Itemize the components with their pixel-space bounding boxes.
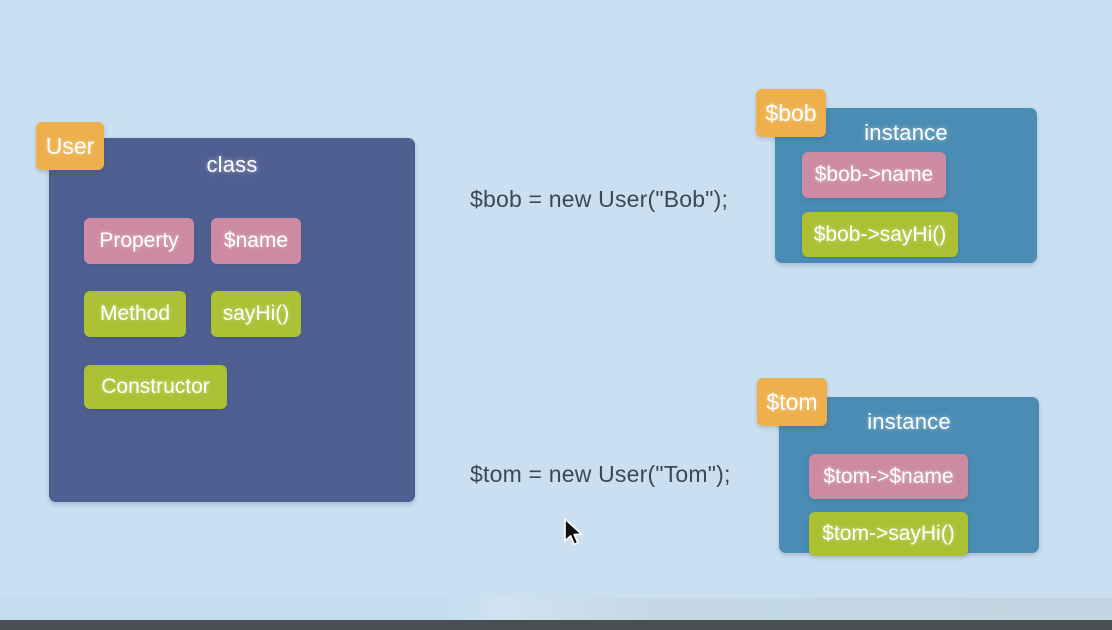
- chip-method: Method: [84, 291, 186, 337]
- class-tag-user: User: [36, 122, 104, 170]
- class-box-title: class: [206, 152, 258, 177]
- code-line-tom: $tom = new User("Tom");: [470, 461, 731, 487]
- chip-name: $name: [211, 218, 301, 264]
- bottom-bar: [0, 620, 1112, 630]
- chip-sayhi: sayHi(): [211, 291, 301, 337]
- code-line-bob: $bob = new User("Bob");: [470, 186, 729, 212]
- chip-bob-sayhi: $bob->sayHi(): [802, 212, 958, 257]
- slide-canvas-lower-band: [0, 598, 1112, 620]
- chip-property: Property: [84, 218, 194, 264]
- instance-box-bob-title: instance: [864, 120, 948, 145]
- chip-tom-sayhi: $tom->sayHi(): [809, 512, 968, 556]
- instance-tag-tom: $tom: [757, 378, 827, 426]
- instance-box-tom-title: instance: [867, 409, 951, 434]
- chip-tom-name: $tom->$name: [809, 454, 968, 499]
- instance-tag-bob: $bob: [756, 89, 826, 137]
- chip-constructor: Constructor: [84, 365, 227, 409]
- chip-bob-name: $bob->name: [802, 152, 946, 198]
